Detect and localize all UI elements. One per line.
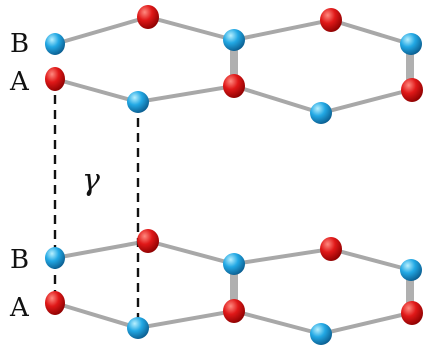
- top-atom-a-1: [45, 67, 65, 91]
- bottom-atom-a-5: [401, 301, 423, 325]
- top-atom-b-4: [310, 102, 332, 124]
- bottom-atom-a-1: [45, 291, 65, 315]
- top-atom-a-5: [401, 78, 423, 102]
- top-atom-b-1: [45, 33, 65, 55]
- bottom-atom-b-5: [400, 259, 422, 281]
- bottom-atom-a-4: [320, 237, 342, 261]
- bottom-atom-b-2: [127, 317, 149, 339]
- top-atom-b-3: [223, 29, 245, 51]
- top-atom-a-4: [320, 8, 342, 32]
- bottom-layer-atoms: [45, 229, 423, 345]
- bottom-atom-b-3: [223, 253, 245, 275]
- label-gamma: γ: [82, 163, 100, 198]
- bottom-atom-b-4: [310, 323, 332, 345]
- top-layer-atoms: [45, 5, 423, 124]
- bottom-atom-a-2: [137, 229, 159, 253]
- top-atom-b-5: [400, 33, 422, 55]
- bottom-atom-b-1: [45, 247, 65, 269]
- label-top-b: B: [10, 29, 29, 59]
- bottom-atom-a-3: [223, 299, 245, 323]
- top-atom-a-2: [137, 5, 159, 29]
- label-top-a: A: [9, 67, 30, 97]
- top-atom-b-2: [127, 91, 149, 113]
- label-bottom-a: A: [9, 293, 30, 323]
- label-bottom-b: B: [10, 245, 29, 275]
- top-atom-a-3: [223, 74, 245, 98]
